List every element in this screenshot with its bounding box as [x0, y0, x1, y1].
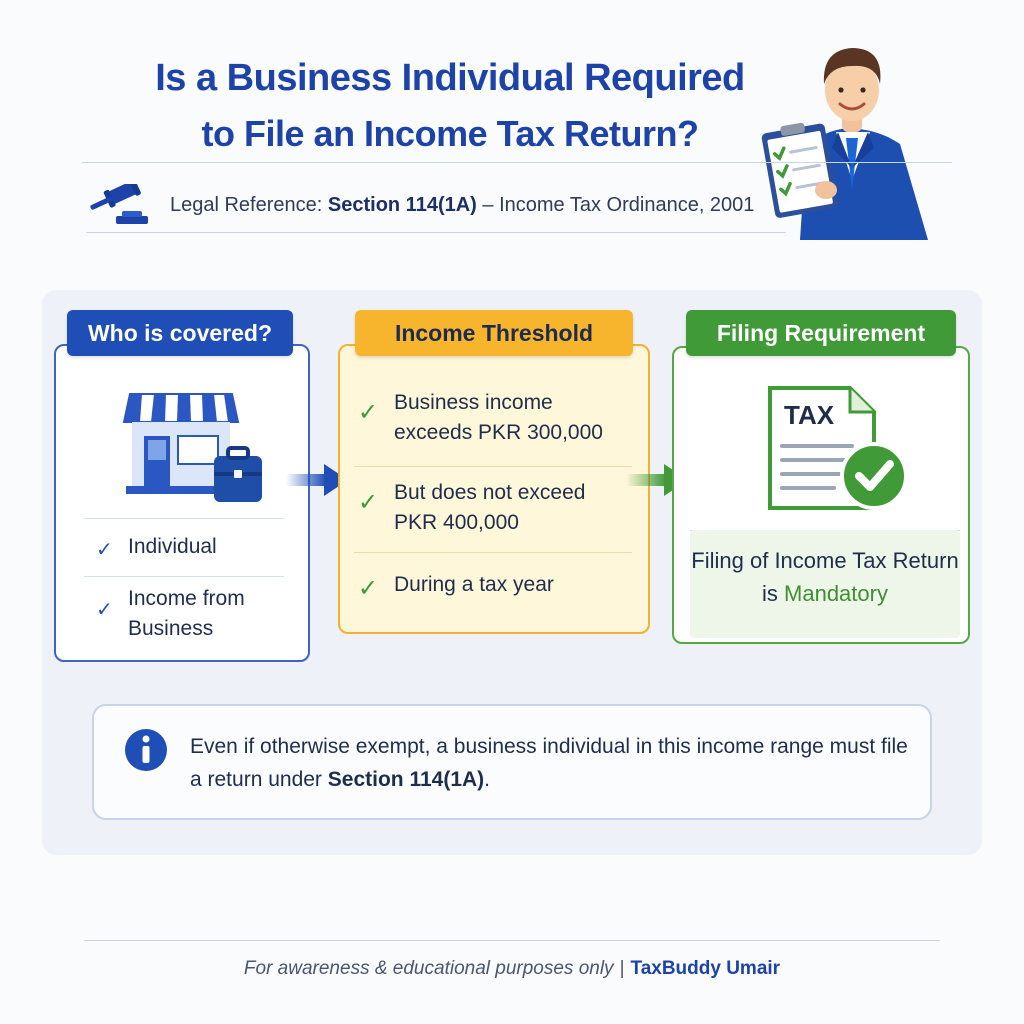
- shop-briefcase-icon: [122, 393, 262, 502]
- covered-item: Income from Business: [128, 587, 245, 640]
- info-text: Even if otherwise exempt, a business ind…: [190, 730, 910, 796]
- filing-note-bg: [690, 530, 960, 638]
- legal-reference-text: Legal Reference: Section 114(1A) – Incom…: [170, 194, 754, 217]
- threshold-item: But does not exceed PKR 400,000: [394, 481, 586, 534]
- title-line-2: to File an Income Tax Return?: [201, 113, 699, 154]
- covered-tab: Who is covered?: [67, 310, 293, 356]
- tax-label: TAX: [784, 400, 835, 430]
- info-text-body: Even if otherwise exempt, a business ind…: [190, 735, 908, 791]
- footer-separator: |: [619, 958, 625, 979]
- info-section: Section 114(1A): [327, 768, 485, 791]
- threshold-divider-1: [354, 466, 632, 467]
- title-divider: [82, 162, 952, 163]
- info-box: [92, 704, 932, 820]
- legal-prefix: Legal Reference:: [170, 193, 328, 216]
- threshold-item: Business income exceeds PKR 300,000: [394, 391, 603, 444]
- check-icon: ✓: [358, 489, 379, 516]
- threshold-tab: Income Threshold: [355, 310, 633, 356]
- check-icon: ✓: [358, 575, 379, 602]
- arrow-right-icon: [286, 464, 348, 496]
- legal-divider: [86, 232, 786, 233]
- footer: For awareness & educational purposes onl…: [0, 958, 1024, 980]
- footer-disclaimer: For awareness & educational purposes onl…: [243, 958, 614, 979]
- footer-divider: [84, 940, 940, 941]
- threshold-card: [338, 344, 650, 634]
- covered-divider-1: [84, 518, 284, 519]
- info-icon: [125, 729, 167, 771]
- legal-section: Section 114(1A): [327, 193, 477, 216]
- consultant-illustration: [761, 48, 928, 240]
- tax-document-icon: TAX: [768, 386, 908, 510]
- threshold-divider-2: [354, 552, 632, 553]
- gavel-icon: [90, 184, 148, 224]
- filing-tab: Filing Requirement: [686, 310, 956, 356]
- check-icon: ✓: [358, 399, 379, 426]
- filing-highlight: Mandatory: [784, 581, 888, 606]
- covered-item: Individual: [128, 535, 217, 558]
- filing-text: Filing of Income Tax Return is: [691, 548, 959, 606]
- check-icon: ✓: [96, 599, 113, 621]
- covered-divider-2: [84, 576, 284, 577]
- check-icon: ✓: [96, 539, 113, 561]
- footer-brand: TaxBuddy Umair: [630, 958, 781, 979]
- legal-reference: Legal Reference: Section 114(1A) – Incom…: [90, 180, 754, 230]
- info-text-end: .: [484, 768, 491, 791]
- title-line-1: Is a Business Individual Required: [155, 57, 745, 99]
- legal-suffix: – Income Tax Ordinance, 2001: [476, 193, 755, 216]
- threshold-item: During a tax year: [394, 573, 554, 596]
- page-title: Is a Business Individual Required to Fil…: [90, 50, 810, 162]
- filing-requirement-text: Filing of Income Tax Return is Mandatory: [690, 544, 960, 610]
